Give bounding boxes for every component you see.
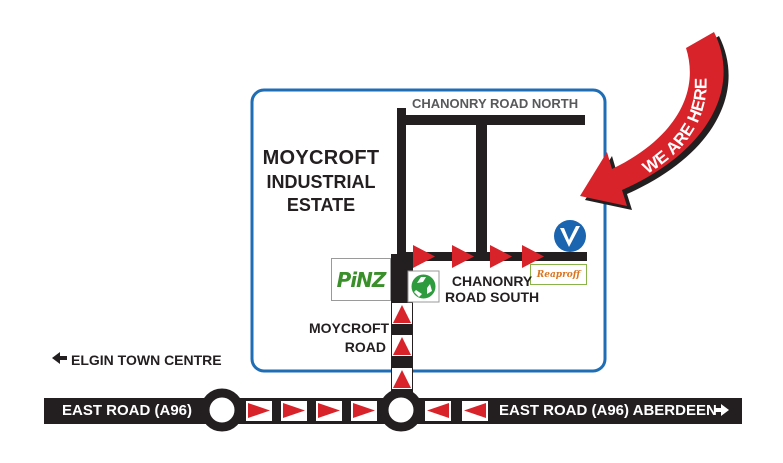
- moycroft-road-line1: MOYCROFT: [309, 320, 390, 336]
- pinz-logo: PiNZ: [331, 258, 391, 301]
- chanonry-road-south-line1: CHANONRY: [451, 273, 533, 289]
- elgin-town-centre-label: ELGIN TOWN CENTRE: [71, 352, 222, 368]
- estate-main-road: [397, 108, 406, 308]
- retailer-logo: Reaproff: [530, 264, 587, 285]
- retailer-logo-text: Reaproff: [536, 269, 581, 280]
- roundabout-east: [379, 388, 423, 432]
- recycling-icon: [407, 270, 440, 303]
- east-road-right-label: EAST ROAD (A96) ABERDEEN: [499, 402, 717, 419]
- estate-name-line1: MOYCROFT: [262, 147, 380, 169]
- estate-name-line3: ESTATE: [286, 195, 356, 215]
- chanonry-road-south-line2: ROAD SOUTH: [445, 289, 540, 305]
- aberdeen-arrow-icon: [714, 404, 729, 416]
- v-location-icon: [554, 220, 586, 252]
- roundabout-west: [200, 388, 244, 432]
- east-road-left-label: EAST ROAD (A96): [62, 402, 193, 419]
- east-road-arrows-left: [425, 401, 488, 421]
- chanonry-south-arrows: [413, 245, 544, 268]
- estate-boundary: [250, 88, 607, 373]
- moycroft-road-line2: ROAD: [344, 339, 386, 355]
- connector-road: [476, 115, 487, 257]
- estate-name: MOYCROFT INDUSTRIAL ESTATE: [236, 147, 406, 216]
- estate-name-line2: INDUSTRIAL: [266, 172, 376, 192]
- chanonry-road-north: [397, 115, 585, 125]
- elgin-arrow-icon: [52, 352, 67, 364]
- moycroft-road-arrows: [392, 303, 412, 389]
- chanonry-road-north-label: CHANONRY ROAD NORTH: [412, 96, 579, 111]
- chanonry-road-south-label: CHANONRY ROAD SOUTH: [445, 273, 539, 305]
- moycroft-road-label: MOYCROFT ROAD: [309, 319, 390, 357]
- east-road-arrows-right: [246, 401, 377, 421]
- pinz-logo-text: PiNZ: [336, 267, 387, 292]
